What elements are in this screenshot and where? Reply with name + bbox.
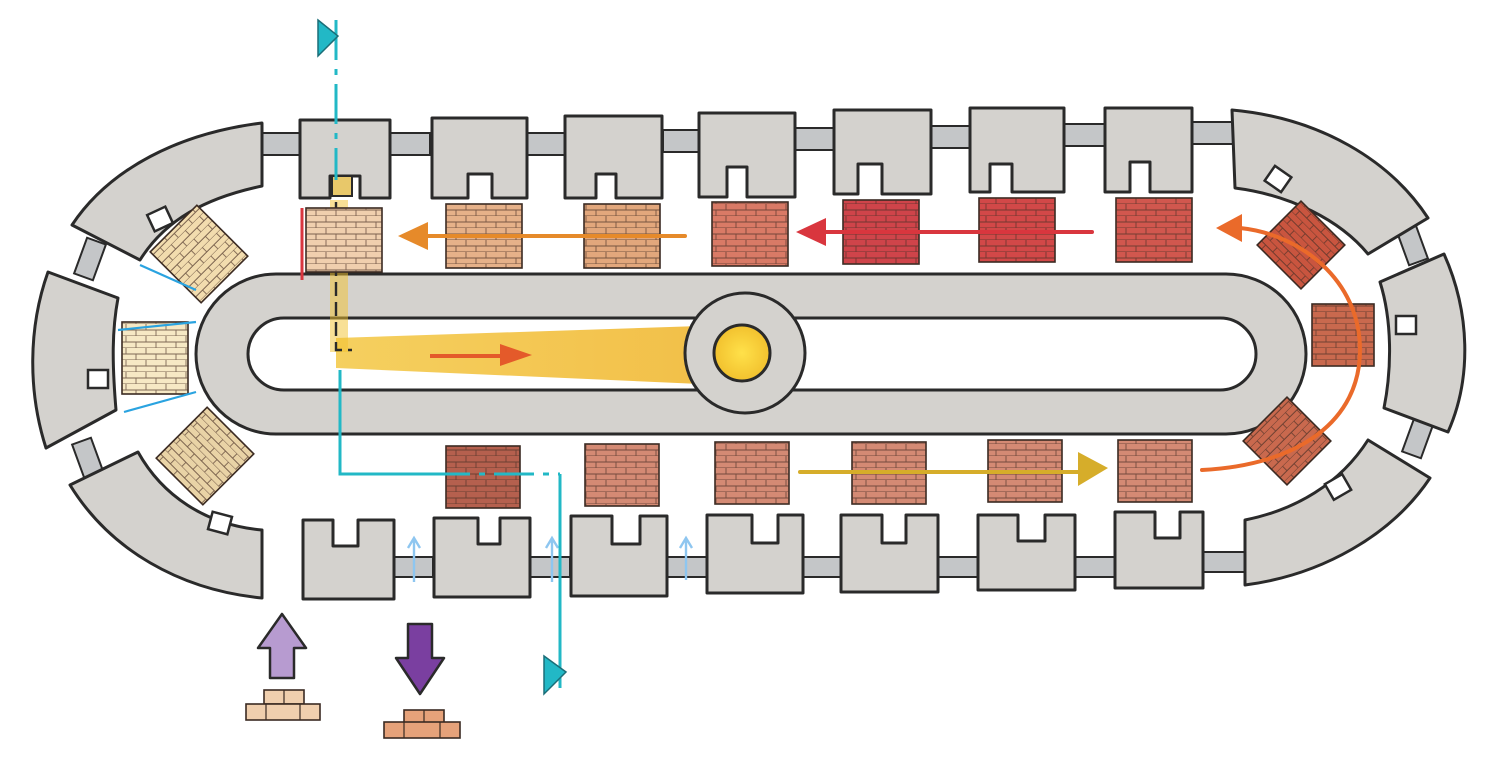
- chamber: [832, 108, 933, 196]
- brick-stack: [714, 441, 790, 505]
- chamber: [68, 450, 264, 600]
- brick-stack: [711, 201, 789, 267]
- connector: [1063, 123, 1107, 147]
- connector: [802, 556, 842, 578]
- brick-stack: [121, 321, 189, 395]
- chamber: [1230, 108, 1430, 256]
- brick-stack: [1311, 303, 1375, 367]
- preheat-flow-line: [1200, 226, 1363, 472]
- arrow-left-icon: [398, 222, 428, 250]
- chamber: [1103, 106, 1194, 194]
- chamber: [298, 118, 392, 200]
- air-route: [317, 18, 568, 696]
- connector: [526, 132, 566, 156]
- chamber-notch: [206, 510, 234, 536]
- brick-stack: [584, 443, 660, 507]
- chamber: [968, 106, 1066, 194]
- chamber-notch: [1394, 314, 1418, 336]
- load-unload-legend: [245, 612, 461, 739]
- chamber: [563, 114, 664, 200]
- chamber: [697, 111, 797, 199]
- connector: [72, 236, 108, 282]
- brick-stack: [445, 445, 521, 509]
- chamber: [70, 121, 264, 262]
- chamber-notch: [1262, 164, 1294, 194]
- bottom-chambers: [301, 510, 1205, 601]
- chamber: [839, 513, 940, 594]
- arrow-right-icon: [1078, 452, 1108, 486]
- connector: [662, 129, 700, 153]
- flow-arrows: [117, 208, 1363, 582]
- connector: [1202, 551, 1246, 573]
- connector: [261, 132, 303, 156]
- brick-stack: [149, 204, 249, 304]
- chamber: [569, 514, 669, 598]
- chamber: [1378, 252, 1467, 434]
- brick-stack: [155, 406, 255, 506]
- air-intake-arrows: [406, 535, 694, 582]
- connector: [529, 556, 571, 578]
- brick-stack: [1117, 439, 1193, 503]
- brick-stack: [1115, 197, 1193, 263]
- fire-source-icon: [712, 323, 772, 383]
- chamber: [430, 116, 529, 200]
- arrow-left-icon: [796, 218, 826, 246]
- load-arrow-icon: [245, 612, 321, 721]
- connector: [937, 556, 979, 578]
- connector: [930, 125, 972, 149]
- arrow-left-icon: [1216, 214, 1242, 242]
- air-line: [117, 320, 197, 332]
- intake-line: [338, 370, 430, 476]
- chamber: [301, 518, 396, 601]
- right-end-chambers: [1230, 108, 1467, 587]
- air-line: [139, 263, 197, 292]
- left-end-chambers: [31, 121, 264, 600]
- connector: [1074, 556, 1116, 578]
- chamber-notch: [1323, 472, 1353, 502]
- chamber: [976, 513, 1077, 592]
- chamber: [705, 513, 805, 595]
- brick-stack: [305, 207, 383, 273]
- unload-arrow-icon: [383, 622, 461, 739]
- heat-arrow-icon: [500, 344, 532, 366]
- chamber-notch: [145, 204, 175, 234]
- arrow-up-icon: [406, 535, 422, 582]
- chamber-gate: [331, 175, 353, 197]
- chamber: [31, 270, 120, 450]
- arrow-up-icon: [678, 535, 694, 580]
- heat-flow: [330, 200, 807, 415]
- chamber: [1113, 510, 1205, 590]
- connector: [389, 132, 431, 156]
- connector: [794, 127, 836, 151]
- top-chambers: [298, 106, 1194, 200]
- arrow-up-icon: [544, 535, 560, 582]
- brick-stack: [1242, 396, 1332, 486]
- exit-flag-icon: [317, 18, 340, 58]
- chamber: [432, 516, 532, 599]
- chamber-notch: [86, 368, 110, 390]
- entry-flag-icon: [543, 654, 568, 696]
- kiln-ring: [31, 106, 1467, 601]
- air-line: [123, 390, 197, 414]
- connector: [1191, 121, 1235, 145]
